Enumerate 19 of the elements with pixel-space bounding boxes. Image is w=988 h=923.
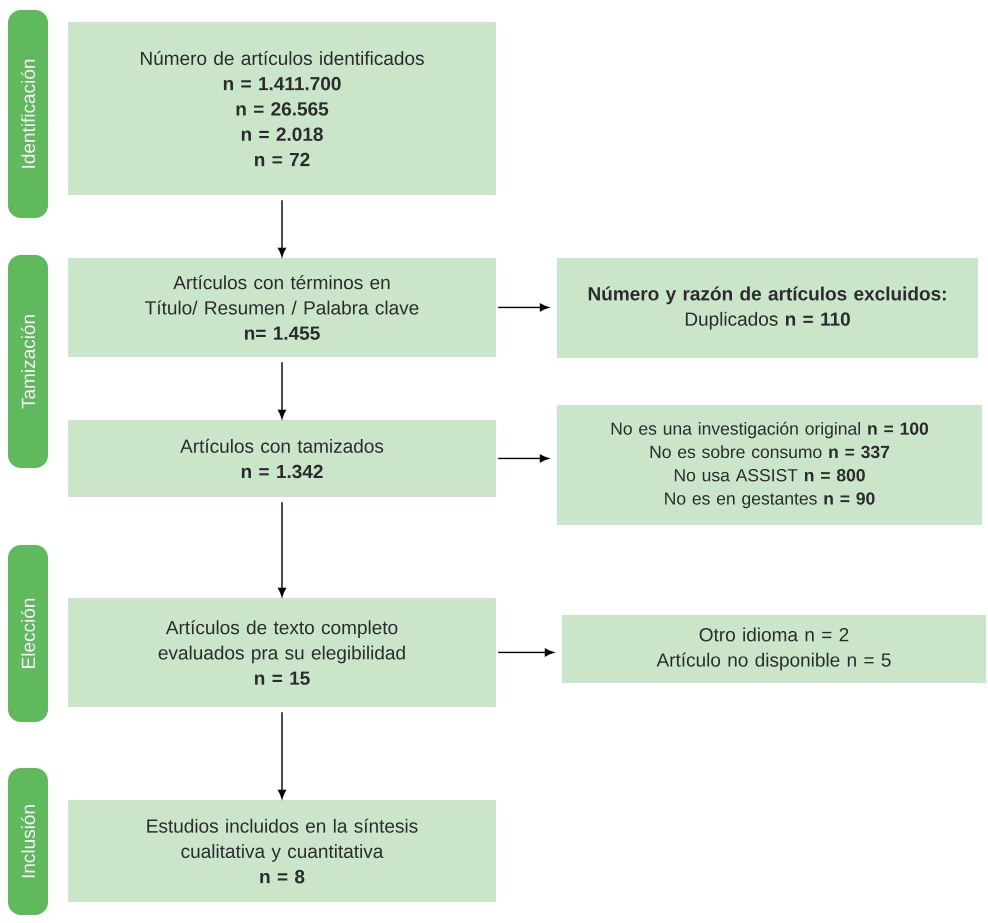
arrow xyxy=(498,304,549,312)
process-box: Artículos con tamizados n = 1.342 xyxy=(68,420,496,497)
process-box: No es una investigación original n = 100 No es sobre consumo n = 337 No usa ASSIST n = 800 No es en gestantes n = 90 xyxy=(557,404,982,525)
process-box: Número y razón de artículos excluidos: Duplicados n = 110 xyxy=(557,258,978,358)
stage-band: Identificación xyxy=(8,10,48,218)
stage-band: Elección xyxy=(8,544,48,722)
arrow xyxy=(278,502,286,597)
arrow xyxy=(498,454,549,462)
stage-band: Inclusión xyxy=(8,768,48,915)
process-box: Artículos con términos en Título/ Resumen / Palabra clave n= 1.455 xyxy=(68,258,496,357)
process-box: Artículos de texto completo evaluados pra su elegibilidad n = 15 xyxy=(68,598,496,707)
process-box: Estudios incluidos en la síntesis cualitativa y cuantitativa n = 8 xyxy=(68,800,496,902)
stage-band: Tamización xyxy=(8,254,48,468)
arrow xyxy=(278,712,286,799)
process-box: Número de artículos identificados n = 1.411.700 n = 26.565 n = 2.018 n = 72 xyxy=(68,22,496,195)
arrow xyxy=(498,648,554,656)
arrow xyxy=(278,362,286,419)
arrow xyxy=(278,200,286,257)
process-box: Otro idioma n = 2 Artículo no disponible n = 5 xyxy=(562,614,986,683)
